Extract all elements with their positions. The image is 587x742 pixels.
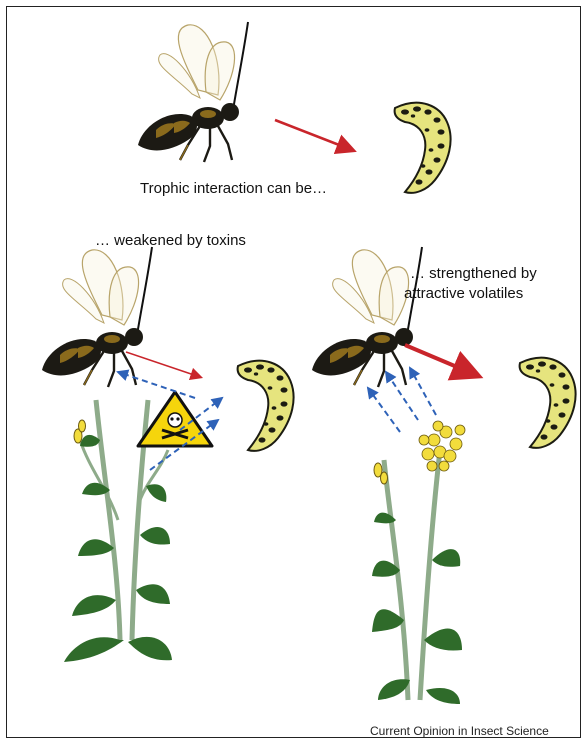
caterpillar-right	[520, 358, 576, 448]
wasp-right	[312, 247, 422, 387]
arrow-left-weak	[126, 352, 200, 377]
caption-right-line2: attractive volatiles	[404, 285, 523, 303]
wasp-top	[138, 22, 248, 162]
caption-right-line1: … strengthened by	[410, 265, 537, 283]
caterpillar-top	[395, 103, 451, 193]
arrow-top-interaction	[275, 120, 352, 150]
plant-right	[372, 421, 465, 704]
caption-top: Trophic interaction can be…	[140, 180, 327, 198]
volatile-arrows-right	[368, 368, 436, 432]
source-credit: Current Opinion in Insect Science	[370, 722, 549, 740]
caption-left: … weakened by toxins	[95, 232, 246, 250]
toxin-warning-icon	[138, 392, 212, 446]
arrow-right-strong	[405, 345, 476, 375]
caterpillar-left	[238, 361, 294, 451]
wasp-left	[42, 247, 152, 387]
